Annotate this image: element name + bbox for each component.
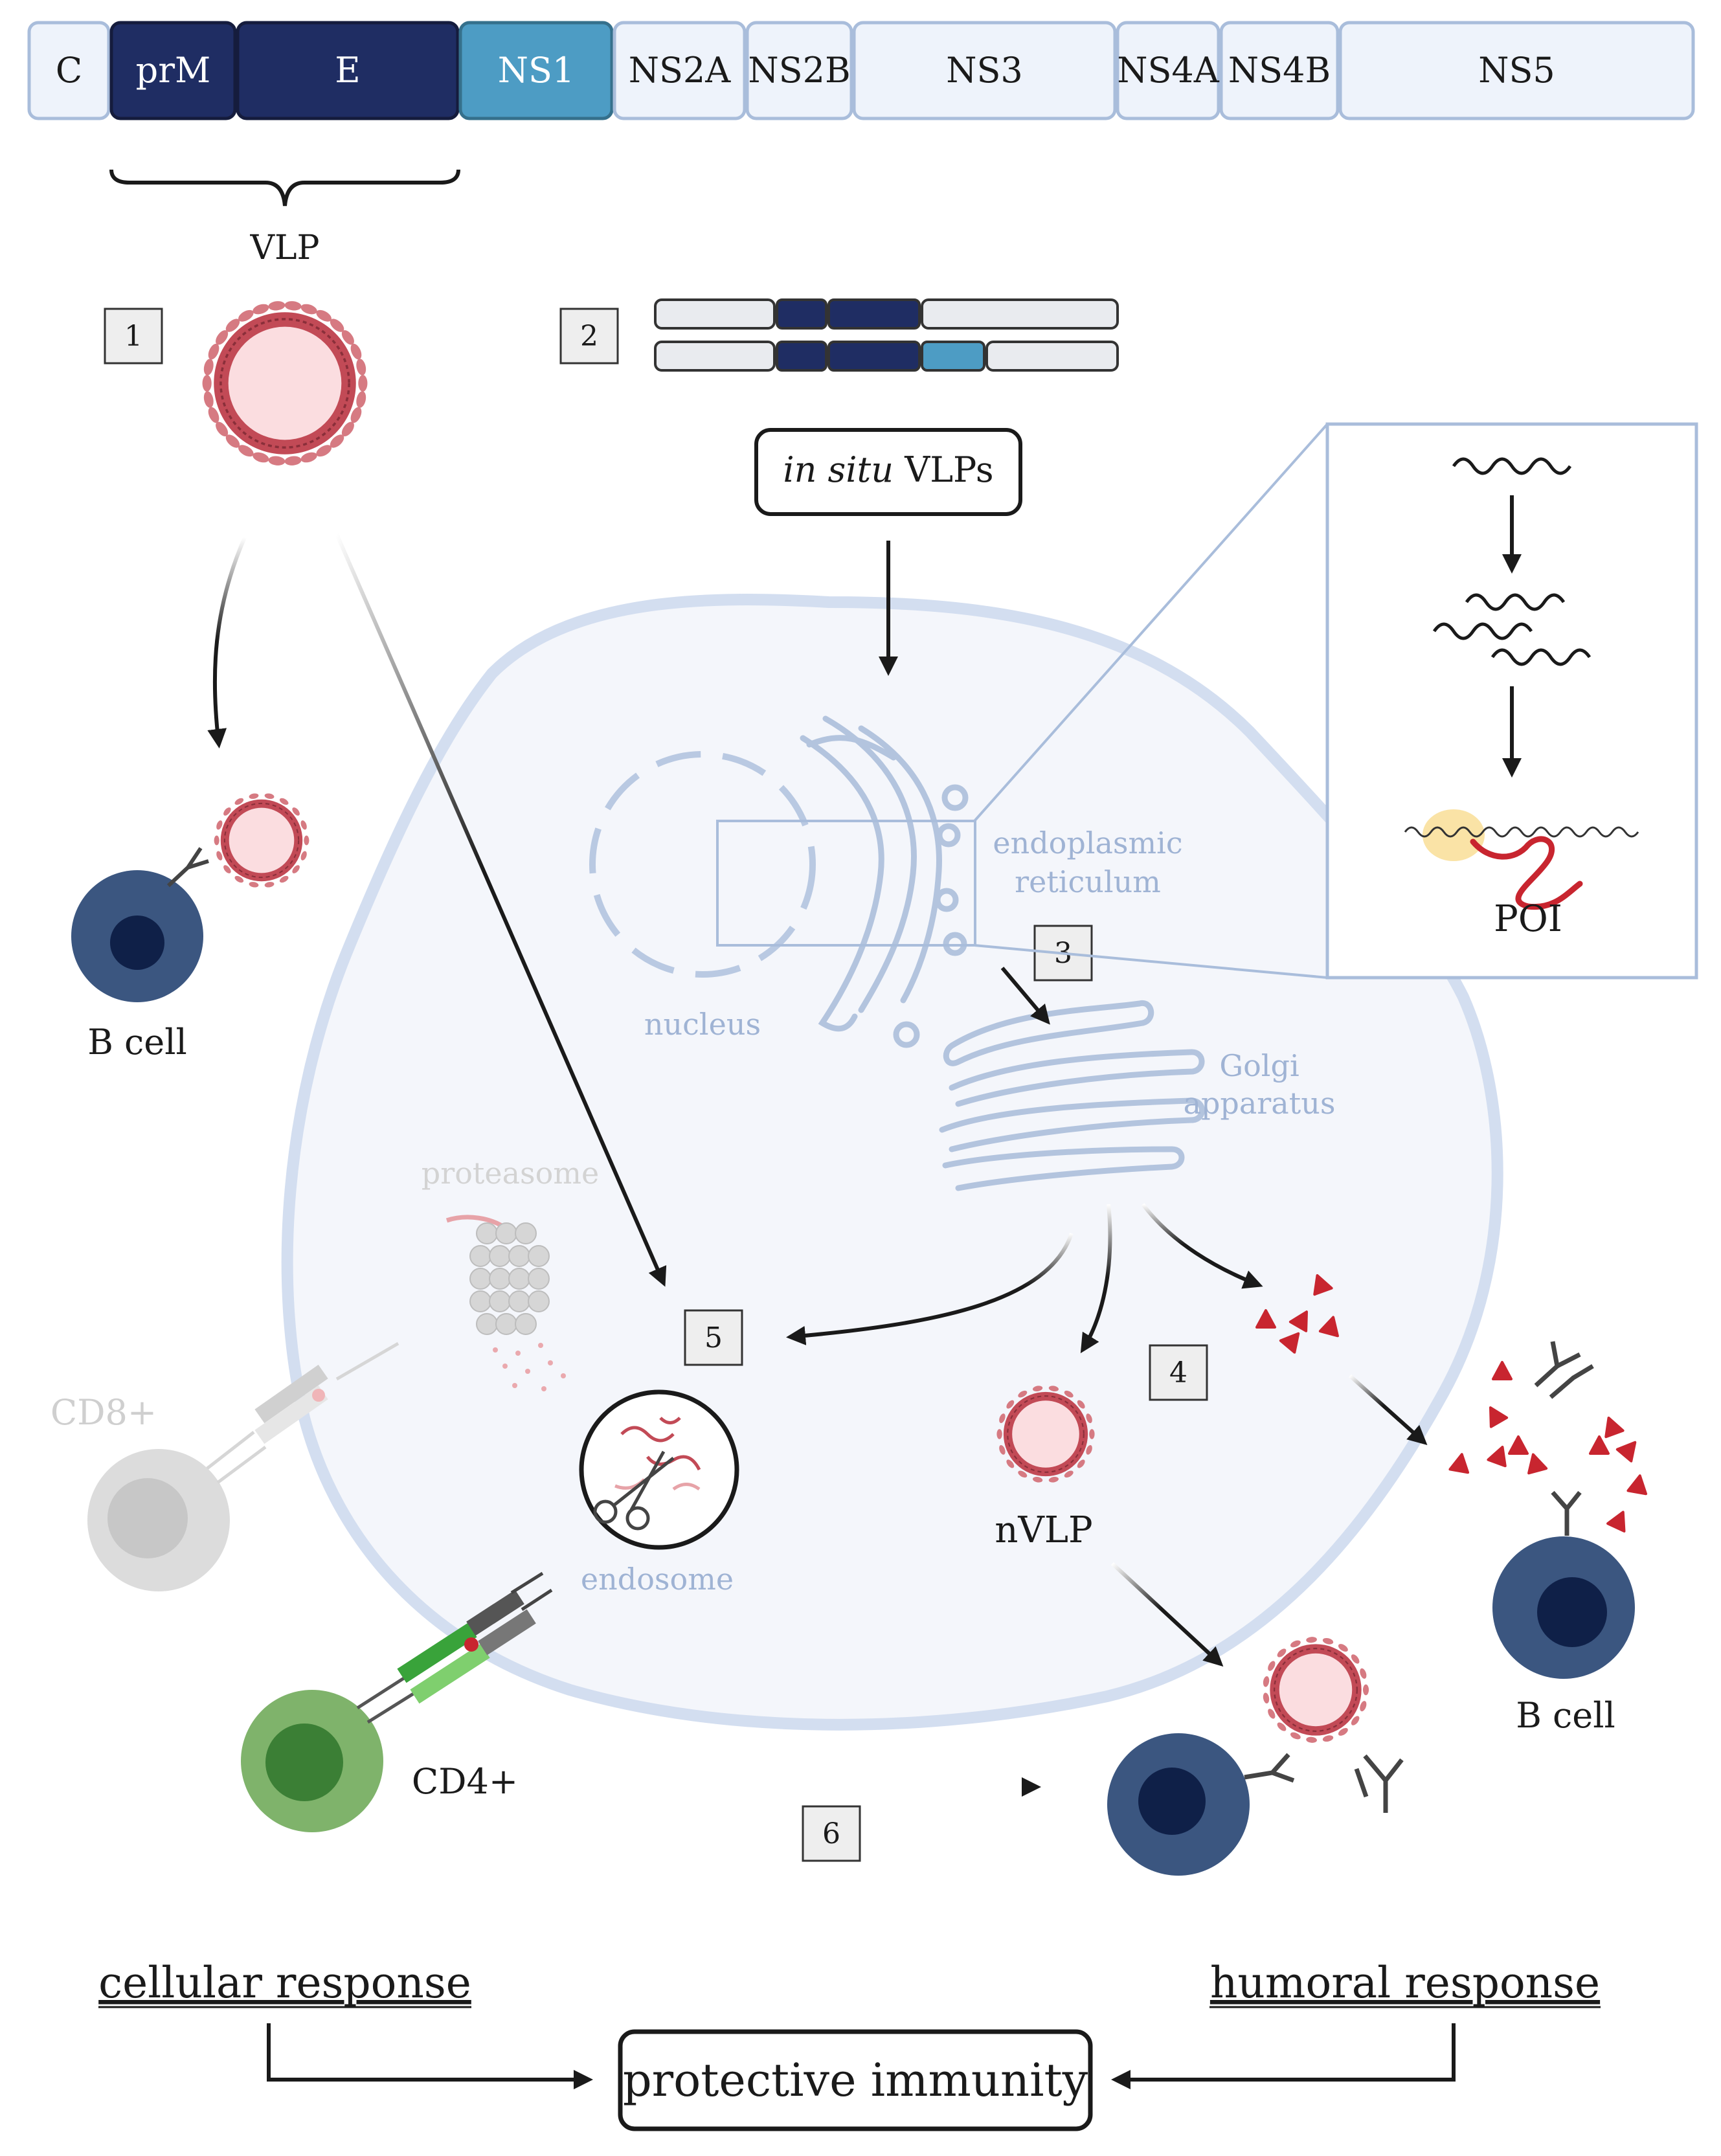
golgi-label-line2: apparatus bbox=[1184, 1086, 1336, 1121]
genome-segment-label: E bbox=[335, 50, 360, 91]
step-box-4: 4 bbox=[1149, 1344, 1208, 1401]
genome-segment-label: prM bbox=[136, 50, 211, 91]
translation-inset: POI bbox=[973, 422, 1698, 980]
poi-label: POI bbox=[1494, 898, 1562, 940]
poi-chain bbox=[1470, 836, 1583, 910]
genome-segment-ns4b: NS4B bbox=[1219, 21, 1340, 120]
proteasome-label: proteasome bbox=[422, 1156, 599, 1191]
step-box-5: 5 bbox=[684, 1309, 743, 1366]
cd8-cell-icon bbox=[87, 1342, 399, 1591]
b-cell-icon bbox=[1492, 1536, 1635, 1679]
genome-segment-label: NS1 bbox=[498, 50, 575, 91]
svg-text:5: 5 bbox=[704, 1321, 723, 1354]
er-label-line1: endoplasmic bbox=[993, 825, 1182, 860]
vlp-particle-icon bbox=[202, 301, 368, 466]
vlp-particle-icon bbox=[214, 793, 309, 888]
genome-segment-c: C bbox=[27, 21, 111, 120]
nucleus: nucleus bbox=[589, 751, 816, 1042]
in-situ-vlps-box: in situ VLPs bbox=[754, 428, 1022, 516]
b-cell-label-left: B cell bbox=[87, 1022, 187, 1062]
proteasome-icon bbox=[445, 1215, 566, 1391]
svg-text:nucleus: nucleus bbox=[644, 1007, 761, 1042]
genome-segment-ns2b: NS2B bbox=[745, 21, 853, 120]
svg-text:6: 6 bbox=[822, 1817, 840, 1850]
step-box-6: 6 bbox=[802, 1805, 861, 1862]
mrna-icon bbox=[1465, 593, 1566, 611]
humoral-response-label: humoral response bbox=[1210, 1958, 1600, 2008]
vlp-particle-icon bbox=[996, 1386, 1095, 1483]
svg-text:protective immunity: protective immunity bbox=[623, 2054, 1088, 2107]
cd4-label: CD4+ bbox=[412, 1761, 518, 1802]
svg-text:in situ VLPs: in situ VLPs bbox=[783, 449, 993, 490]
cd4-cell-icon bbox=[241, 1571, 553, 1832]
vlp-label: VLP bbox=[249, 229, 319, 267]
genome-segment-prm: prM bbox=[109, 21, 237, 120]
b-cell-icon bbox=[71, 870, 203, 1002]
antibody-icon bbox=[1534, 1341, 1594, 1536]
genome-segment-label: NS4B bbox=[1228, 50, 1331, 91]
svg-text:1: 1 bbox=[124, 320, 142, 353]
b-cell-label-right: B cell bbox=[1516, 1695, 1615, 1736]
nvlp-label: nVLP bbox=[995, 1509, 1092, 1551]
b-cell-icon bbox=[1107, 1733, 1250, 1876]
vlp-brace bbox=[109, 169, 460, 207]
golgi-apparatus bbox=[939, 1000, 1205, 1191]
endosome-label: endosome bbox=[581, 1562, 734, 1597]
endosome bbox=[579, 1389, 739, 1550]
flow-arrows bbox=[207, 533, 1456, 2089]
mrna-icon bbox=[1432, 622, 1533, 640]
antibody-icon bbox=[1244, 1753, 1404, 1813]
genome-segment-ns2a: NS2A bbox=[613, 21, 747, 120]
antibody-icon bbox=[166, 847, 209, 888]
antigen-icon bbox=[1255, 1274, 1648, 1533]
genome-segment-label: C bbox=[56, 50, 82, 91]
svg-text:4: 4 bbox=[1169, 1356, 1187, 1389]
endoplasmic-reticulum bbox=[716, 715, 976, 1048]
genome-segment-label: NS3 bbox=[946, 50, 1023, 91]
vlp-particle-icon bbox=[1263, 1637, 1369, 1743]
genome-segment-label: NS4A bbox=[1117, 50, 1220, 91]
expression-constructs bbox=[654, 298, 1119, 372]
genome-segment-ns5: NS5 bbox=[1338, 21, 1695, 120]
scissors-icon bbox=[593, 1450, 675, 1531]
golgi-label-line1: Golgi bbox=[1219, 1048, 1299, 1083]
genome-segment-label: NS2B bbox=[748, 50, 850, 91]
er-label-line2: reticulum bbox=[1015, 864, 1161, 899]
genome-segment-ns4a: NS4A bbox=[1116, 21, 1220, 120]
step-box-2: 2 bbox=[559, 308, 619, 365]
genome-segment-ns1: NS1 bbox=[458, 21, 614, 120]
step-box-1: 1 bbox=[104, 308, 163, 365]
mrna-icon bbox=[1452, 457, 1572, 475]
svg-text:2: 2 bbox=[580, 320, 598, 353]
cellular-response-label: cellular response bbox=[98, 1958, 471, 2008]
genome-segment-label: NS2A bbox=[629, 50, 732, 91]
cd8-label: CD8+ bbox=[51, 1392, 157, 1433]
genome-segment-e: E bbox=[236, 21, 460, 120]
mrna-icon bbox=[1490, 648, 1592, 666]
genome-segment-label: NS5 bbox=[1478, 50, 1555, 91]
genome-segment-ns3: NS3 bbox=[852, 21, 1117, 120]
protective-immunity-box: protective immunity bbox=[618, 2029, 1093, 2131]
